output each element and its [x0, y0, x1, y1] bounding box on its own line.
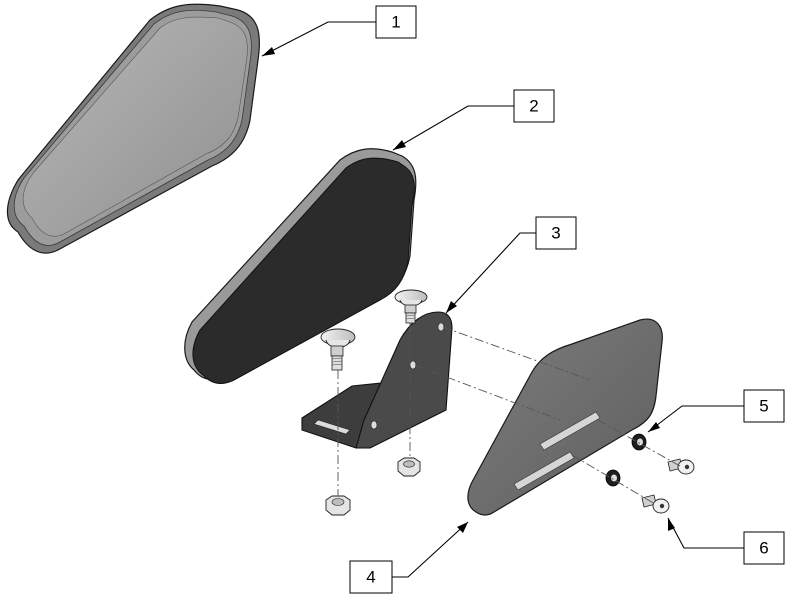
callout-2: 2	[513, 89, 555, 123]
svg-text:5: 5	[759, 397, 768, 416]
callout-6: 6	[743, 531, 785, 565]
svg-text:4: 4	[366, 568, 375, 587]
leader-lines	[261, 21, 744, 578]
svg-text:3: 3	[551, 224, 560, 243]
svg-text:1: 1	[391, 13, 400, 32]
part-5-washer-lower	[605, 469, 621, 487]
part-3-bracket	[301, 311, 453, 449]
part-2-cushion	[184, 148, 417, 384]
callout-4: 4	[349, 560, 393, 594]
carriage-bolt-right	[394, 289, 428, 324]
part-5-washer-upper	[631, 433, 647, 451]
callout-3: 3	[535, 216, 577, 250]
svg-text:2: 2	[529, 97, 538, 116]
callout-5: 5	[743, 389, 785, 423]
callout-1: 1	[375, 5, 417, 39]
part-6-screw-lower	[641, 494, 670, 514]
carriage-bolt-left	[320, 328, 356, 371]
svg-text:6: 6	[759, 539, 768, 558]
nut-left	[325, 495, 351, 516]
part-4-plate	[467, 318, 663, 516]
nut-right	[397, 457, 421, 477]
part-6-screw-upper	[667, 458, 695, 475]
assembly-centerlines	[337, 323, 681, 505]
part-1-cover	[6, 3, 260, 254]
